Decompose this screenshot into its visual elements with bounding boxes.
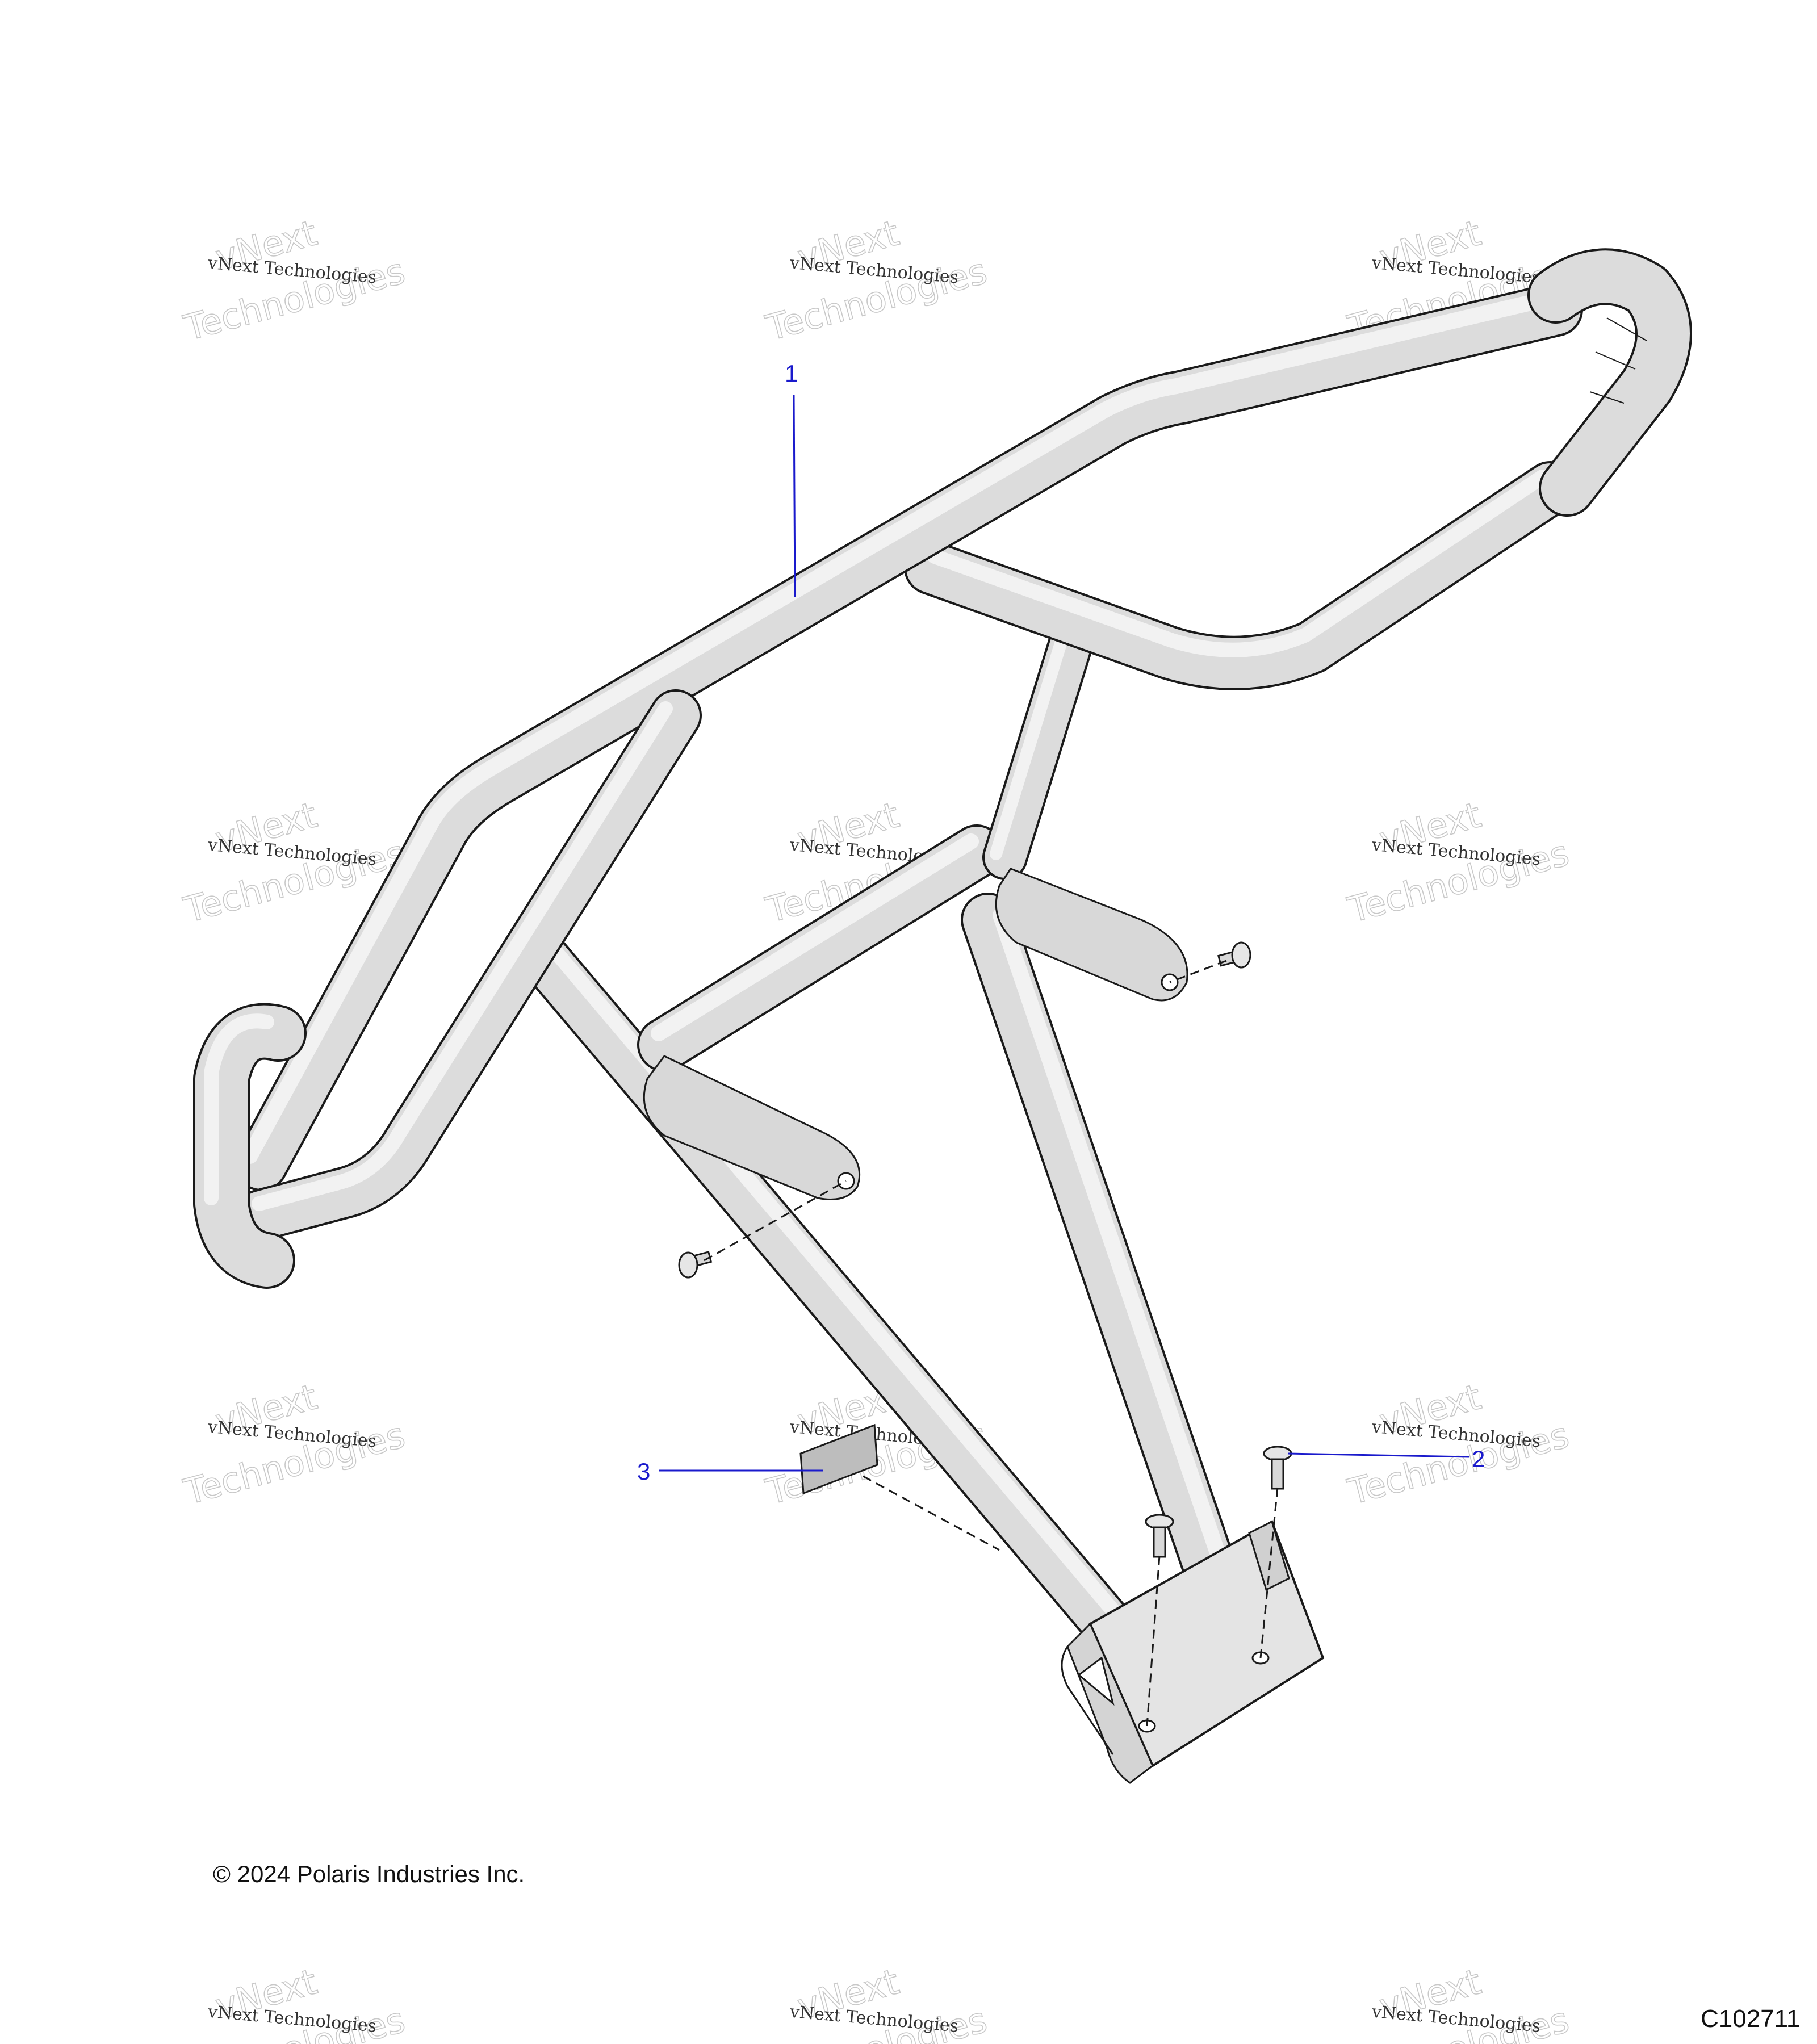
lower-left-tube xyxy=(235,689,702,1241)
right-end-cap xyxy=(1527,248,1692,517)
callout-1: 1 xyxy=(785,360,798,598)
left-mount-tab xyxy=(643,1055,861,1200)
bolt-left-tab xyxy=(678,1251,713,1279)
cross-tube xyxy=(637,824,1004,1072)
callout-2: 2 xyxy=(1287,1446,1485,1472)
bolt-right-tab xyxy=(1217,941,1251,969)
right-brace-tube xyxy=(961,893,1237,1594)
nut-plate xyxy=(799,1423,878,1495)
main-top-tube xyxy=(234,282,1583,1191)
bolt-base-left xyxy=(1145,1514,1174,1558)
assembly-line-right-bolt xyxy=(1169,960,1227,983)
assembly-line-plate xyxy=(863,1475,1000,1551)
callout-3: 3 xyxy=(637,1458,823,1485)
leader-line-1 xyxy=(793,394,796,598)
bumper-frame xyxy=(193,248,1692,1784)
rear-loop-tube xyxy=(904,461,1577,690)
drawing-code: C102711 xyxy=(1701,2005,1800,2033)
callout-label-3: 3 xyxy=(637,1458,650,1485)
center-upright-tube xyxy=(982,613,1096,880)
fasteners xyxy=(678,941,1292,1727)
callout-label-1: 1 xyxy=(785,360,798,387)
left-end-cap xyxy=(193,1003,307,1289)
leader-line-2 xyxy=(1287,1452,1470,1458)
assembly-line-left-bolt xyxy=(704,1180,847,1262)
right-mount-tab xyxy=(995,868,1188,1002)
callout-label-2: 2 xyxy=(1472,1446,1485,1472)
bolt-base-right xyxy=(1263,1446,1292,1490)
copyright-text: © 2024 Polaris Industries Inc. xyxy=(213,1861,525,1887)
